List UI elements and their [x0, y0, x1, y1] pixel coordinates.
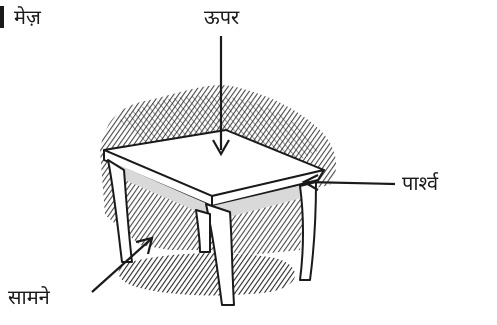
label-side: पार्श्व — [402, 171, 439, 195]
label-top: ऊपर — [204, 5, 240, 29]
back-right-leg — [300, 182, 316, 280]
floor-shadow — [119, 253, 295, 295]
label-front: सामने — [8, 285, 51, 309]
title-prefix-mark — [0, 6, 4, 28]
diagram-title: मेज़ — [14, 5, 42, 29]
